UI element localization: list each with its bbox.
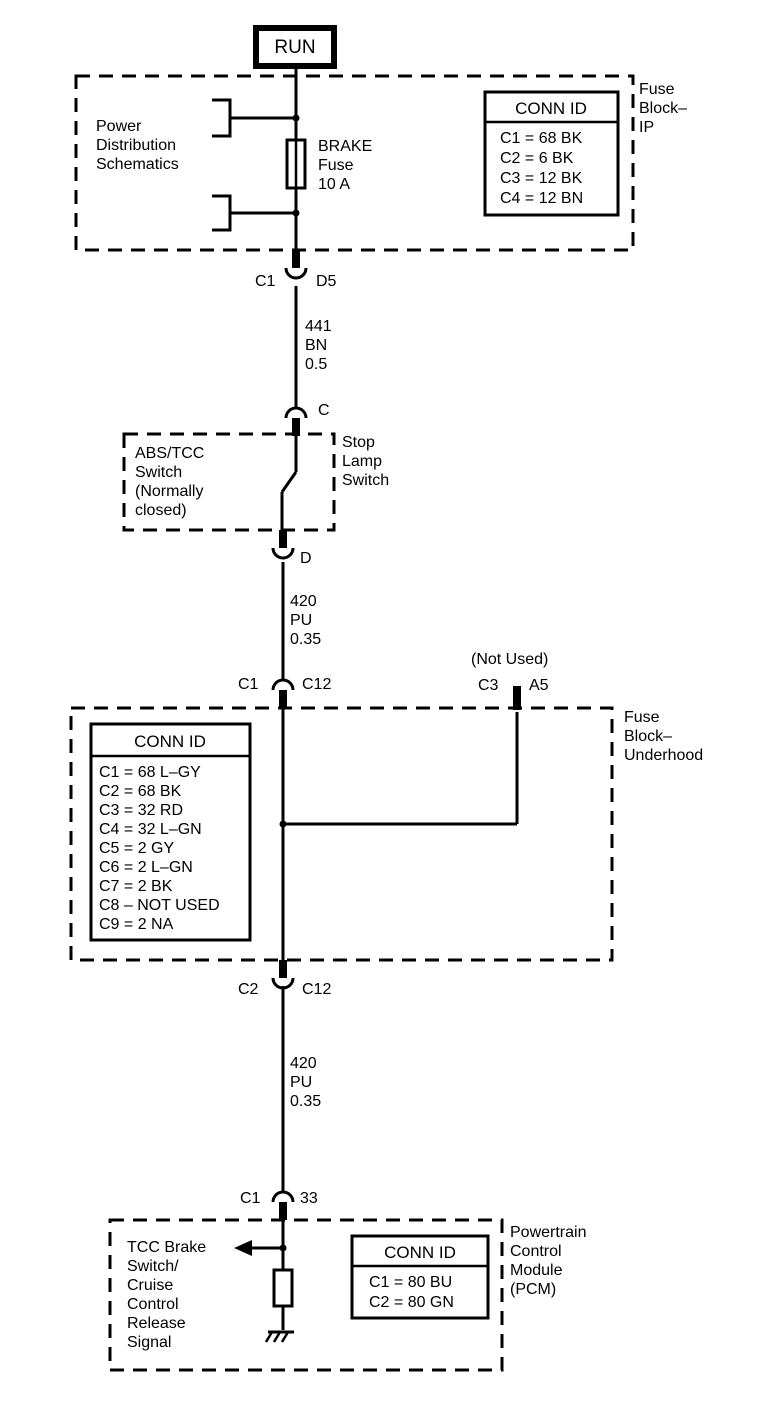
svg-text:C1: C1: [255, 273, 276, 290]
splice-dot: [279, 1244, 287, 1252]
pcm-module: Powertrain Control Module (PCM) TCC Brak…: [108, 1218, 591, 1372]
svg-text:C1 = 80 BU C2 = 80 GN: C1 = 80 BU C2 = 80 GN: [369, 1274, 457, 1311]
fuse-block-ip: Fuse Block– IP Power Distribution Schema…: [74, 74, 691, 252]
pcm-conn-id: CONN ID C1 = 80 BU C2 = 80 GN: [350, 1234, 490, 1320]
connector-c1-c12: C1 C12: [238, 676, 331, 708]
splice-dot: [292, 114, 300, 122]
svg-text:D: D: [300, 550, 312, 567]
signal-arrow-icon: [234, 1240, 283, 1256]
svg-text:A5: A5: [529, 677, 549, 694]
brake-fuse-icon: [285, 138, 307, 190]
fuse-block-ip-conn-id: CONN ID C1 = 68 BK C2 = 6 BK C3 = 12 BK …: [483, 90, 620, 217]
fuse-block-underhood-title: Fuse Block– Underhood: [624, 709, 703, 764]
connector-c2-c12: C2 C12: [238, 960, 331, 998]
power-distribution-bracket: [212, 98, 296, 232]
fuse-block-underhood: Fuse Block– Underhood CONN ID C1 = 68 L–…: [69, 706, 703, 962]
main-wire: [280, 66, 519, 1330]
run-power-label: RUN: [253, 25, 337, 69]
svg-text:C3: C3: [478, 677, 499, 694]
fuse-block-ip-title: Fuse Block– IP: [639, 81, 691, 136]
connector-c1-33: C1 33: [240, 1190, 318, 1220]
stop-lamp-switch-title: Stop Lamp Switch: [342, 434, 389, 489]
wire-420-upper-label: 420 PU 0.35: [290, 593, 321, 648]
svg-text:CONN ID: CONN ID: [384, 1243, 456, 1262]
svg-text:C1: C1: [240, 1190, 261, 1207]
splice-dot: [292, 209, 300, 217]
connector-c: C: [284, 402, 330, 436]
brake-fuse-label: BRAKE Fuse 10 A: [318, 138, 377, 193]
wire-420-lower-label: 420 PU 0.35: [290, 1055, 321, 1110]
not-used-label: (Not Used): [471, 651, 548, 668]
svg-text:C2: C2: [238, 981, 259, 998]
splice-dot: [279, 820, 287, 828]
connector-c1-d5: C1 D5: [255, 250, 337, 290]
resistor-icon: [272, 1268, 294, 1308]
connector-c3-a5: (Not Used) C3 A5: [471, 651, 549, 710]
wire-441-label: 441 BN 0.5: [305, 318, 336, 373]
svg-text:33: 33: [300, 1190, 318, 1207]
power-distribution-label: Power Distribution Schematics: [96, 118, 180, 173]
svg-text:D5: D5: [316, 273, 337, 290]
tcc-signal-label: TCC Brake Switch/ Cruise Control Release…: [127, 1239, 211, 1351]
svg-text:CONN ID: CONN ID: [515, 99, 587, 118]
svg-text:CONN ID: CONN ID: [134, 732, 206, 751]
svg-text:C12: C12: [302, 676, 331, 693]
fuse-block-underhood-conn-id: CONN ID C1 = 68 L–GY C2 = 68 BK C3 = 32 …: [89, 722, 252, 942]
svg-text:C12: C12: [302, 981, 331, 998]
svg-text:C1: C1: [238, 676, 259, 693]
abs-tcc-switch-label: ABS/TCC Switch (Normally closed): [135, 445, 209, 519]
ground-icon: [264, 1330, 294, 1343]
connector-d: D: [271, 530, 312, 567]
stop-lamp-switch: Stop Lamp Switch ABS/TCC Switch (Normall…: [122, 432, 389, 532]
run-text: RUN: [274, 37, 315, 58]
svg-text:C1 = 68 L–GY C2 = 68 B: C1 = 68 L–GY C2 = 68 BK C3 = 32 RD C4 = …: [99, 764, 224, 933]
pcm-title: Powertrain Control Module (PCM): [510, 1224, 591, 1298]
svg-text:C: C: [318, 402, 330, 419]
svg-text:C1 = 68 BK C2 = 6 BK: C1 = 68 BK C2 = 6 BK C3 = 12 BK C4 = 12 …: [500, 130, 587, 207]
